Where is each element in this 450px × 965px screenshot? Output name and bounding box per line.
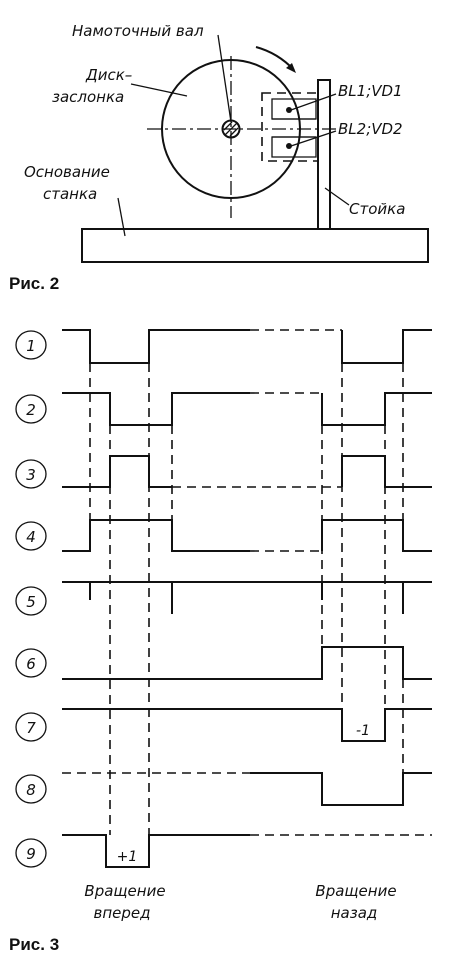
waveform-9	[62, 834, 250, 868]
svg-text:3: 3	[26, 466, 36, 484]
waveform-2	[62, 392, 250, 426]
sensor-bl2-dot	[286, 143, 292, 149]
row-marker-7: 7	[15, 712, 47, 742]
waveform-4-b	[321, 519, 432, 552]
label-shaft: Намоточный вал	[72, 22, 204, 40]
label-post: Стойка	[349, 200, 405, 218]
label-backward-line2: назад	[331, 904, 378, 922]
leader-disk	[130, 83, 188, 97]
svg-text:4: 4	[26, 528, 36, 546]
svg-text:5: 5	[26, 593, 36, 611]
waveform-4	[62, 519, 250, 552]
label-base-line1: Основание	[24, 163, 110, 181]
leader-bl1	[290, 93, 337, 111]
label-sensor-bl2: BL2;VD2	[338, 120, 403, 138]
svg-text:7: 7	[26, 719, 36, 737]
label-forward-line1: Вращение	[84, 882, 165, 900]
pulse-label-row7: -1	[356, 723, 370, 739]
label-forward-line2: вперед	[94, 904, 151, 922]
row-marker-1: 1	[15, 330, 47, 360]
waveform-1-b	[341, 329, 432, 364]
row-marker-8: 8	[15, 774, 47, 804]
row-markers: 1 2 3 4 5 6 7 8	[15, 330, 47, 868]
label-disk-line1: Диск–	[85, 66, 132, 84]
svg-text:1: 1	[26, 337, 36, 355]
svg-text:6: 6	[26, 655, 36, 673]
row-marker-5: 5	[15, 586, 47, 616]
sensor-enclosure	[261, 92, 319, 162]
row-marker-4: 4	[15, 521, 47, 551]
waveform-1	[62, 329, 250, 364]
label-base-line2: станка	[43, 185, 97, 203]
label-backward-line1: Вращение	[315, 882, 396, 900]
waveform-7	[62, 708, 432, 742]
fig3-caption: Рис. 3	[9, 935, 59, 954]
leader-post	[324, 187, 350, 206]
row-marker-3: 3	[15, 459, 47, 489]
timing-guides	[89, 363, 404, 867]
machine-base	[81, 228, 429, 263]
pulse-label-row9: +1	[117, 849, 138, 865]
fig2-caption: Рис. 2	[9, 274, 59, 293]
waveform-8	[250, 772, 432, 806]
post	[317, 79, 331, 230]
row-marker-6: 6	[15, 648, 47, 678]
waveform-2-b	[321, 392, 432, 426]
leader-shaft	[217, 34, 232, 123]
svg-text:9: 9	[26, 845, 36, 863]
svg-text:8: 8	[26, 781, 36, 799]
waveform-3	[62, 455, 172, 488]
svg-text:2: 2	[26, 401, 36, 419]
timing-waveforms	[62, 329, 432, 868]
waveform-3-b	[341, 455, 432, 488]
fig3-labels: -1 +1 Вращение вперед Вращение назад Рис…	[9, 723, 397, 954]
fig2-drawing	[81, 34, 429, 263]
label-disk-line2: заслонка	[52, 88, 124, 106]
label-sensor-bl1: BL1;VD1	[338, 82, 403, 100]
leader-base	[117, 197, 126, 237]
leader-bl2	[290, 130, 337, 147]
fig2-labels: Намоточный вал Диск– заслонка BL1;VD1 BL…	[9, 22, 405, 293]
row-marker-2: 2	[15, 394, 47, 424]
sensor-bl1-dot	[286, 107, 292, 113]
rotation-arrowhead	[286, 63, 296, 73]
waveform-6	[62, 646, 432, 680]
row-marker-9: 9	[15, 838, 47, 868]
